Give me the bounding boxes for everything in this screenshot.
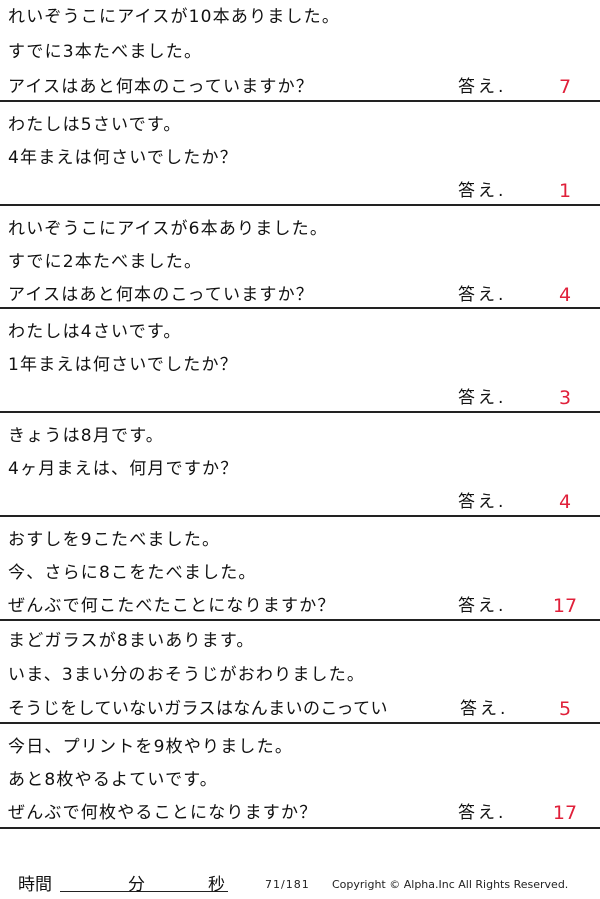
question-line: 4ヶ月まえは、何月ですか？ [8,459,239,479]
question-line: すでに3本たべました。 [8,42,203,62]
problem-2: わたしは5さいです。 4年まえは何さいでしたか？ 答え. 1 [0,102,600,206]
answer-label: 答え. [458,698,509,720]
question-line: 今日、プリントを9枚やりました。 [8,737,294,757]
page-number: 71/181 [265,878,310,891]
question-line: まどガラスが8まいあります。 [8,631,255,651]
question-line: ぜんぶで何こたべたことになりますか？ [8,596,336,616]
problem-5: きょうは8月です。 4ヶ月まえは、何月ですか？ 答え. 4 [0,413,600,517]
minutes-label: 分 [128,875,145,895]
time-label: 時間 [18,875,52,895]
answer-value: 7 [558,76,572,98]
question-line: あと8枚やるよていです。 [8,770,219,790]
question-line: れいぞうこにアイスが10本ありました。 [8,7,341,27]
question-line: ぜんぶで何枚やることになりますか？ [8,803,318,823]
answer-label: 答え. [458,388,507,408]
question-line: そうじをしていないガラスはなんまいのこってい [8,699,388,719]
question-line: すでに2本たべました。 [8,252,203,272]
copyright-text: Copyright © Alpha.Inc All Rights Reserve… [332,878,569,891]
answer-label: 答え. [458,596,507,616]
answer-label: 答え. [458,492,507,512]
answer-label: 答え. [458,181,507,201]
problem-1: れいぞうこにアイスが10本ありました。 すでに3本たべました。 アイスはあと何本… [0,0,600,102]
answer-value: 5 [558,698,572,720]
question-line: 1年まえは何さいでしたか？ [8,355,238,375]
problem-8: 今日、プリントを9枚やりました。 あと8枚やるよていです。 ぜんぶで何枚やること… [0,724,600,829]
question-line: れいぞうこにアイスが6本ありました。 [8,219,329,239]
question-line: きょうは8月です。 [8,426,164,446]
answer-label: 答え. [458,803,507,823]
question-line: おすしを9こたべました。 [8,530,221,550]
footer: 時間 分 秒 71/181 Copyright © Alpha.Inc All … [0,866,600,899]
question-line: 今、さらに8こをたべました。 [8,563,257,583]
problem-3: れいぞうこにアイスが6本ありました。 すでに2本たべました。 アイスはあと何本の… [0,206,600,309]
problem-7: まどガラスが8まいあります。 いま、3まい分のおそうじがおわりました。 そうじを… [0,621,600,724]
answer-label: 答え. [458,285,507,305]
question-line: アイスはあと何本のこっていますか？ [8,77,314,97]
worksheet: れいぞうこにアイスが10本ありました。 すでに3本たべました。 アイスはあと何本… [0,0,600,829]
answer-value: 17 [552,802,578,824]
question-line: わたしは4さいです。 [8,322,182,342]
answer-value: 17 [552,595,578,617]
question-line: 4年まえは何さいでしたか？ [8,148,238,168]
answer-value: 3 [558,387,572,409]
problem-4: わたしは4さいです。 1年まえは何さいでしたか？ 答え. 3 [0,309,600,413]
answer-value: 4 [558,284,572,306]
time-entry-line [60,891,228,892]
problem-6: おすしを9こたべました。 今、さらに8こをたべました。 ぜんぶで何こたべたことに… [0,517,600,621]
answer-value: 1 [558,180,572,202]
answer-label: 答え. [458,77,507,97]
seconds-label: 秒 [208,875,225,895]
question-line: わたしは5さいです。 [8,115,182,135]
answer-value: 4 [558,491,572,513]
question-line: いま、3まい分のおそうじがおわりました。 [8,665,366,685]
question-line: アイスはあと何本のこっていますか？ [8,285,314,305]
